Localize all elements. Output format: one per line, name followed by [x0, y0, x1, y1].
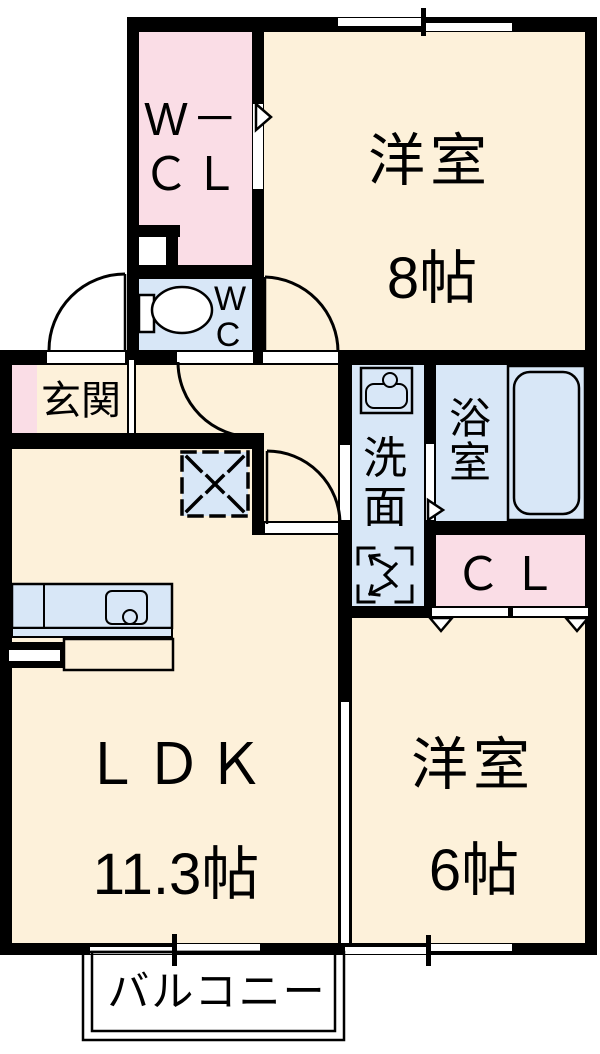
bedroom8-door-arc: [264, 275, 340, 353]
entrance-step-line-right: [134, 360, 136, 433]
entrance-porch-floor: [12, 360, 37, 433]
closet-floor: [436, 535, 585, 606]
balcony-label: バルコニー: [107, 968, 326, 1015]
entrance-door-arc: [47, 272, 126, 351]
bedroom6-floor: [352, 618, 585, 943]
hatch-diag-bl: [184, 494, 204, 514]
hatch-diag-tl: [184, 454, 204, 474]
washer-pan-arrowhead-sw: [368, 584, 381, 597]
window-tick-bedroom6: [426, 935, 431, 966]
wc-label-line2: C: [216, 316, 241, 354]
washbasin-faucet: [382, 372, 398, 388]
washer-pan-corner-tl: [356, 546, 376, 566]
washer-pan-arrow-nw: [367, 553, 395, 571]
washer-pan-arrow-sw: [367, 579, 395, 597]
window-tick-top: [421, 8, 426, 36]
closet-door-arrow-left-icon: [427, 616, 455, 633]
hatch-box-icon: [180, 450, 250, 518]
entrance-label: 玄関: [41, 379, 121, 423]
washroom-label-char1: 洗: [363, 434, 407, 483]
washer-pan-corner-tr: [394, 546, 414, 566]
wc-door-arc: [176, 361, 254, 439]
ldk-size-label: 11.3帖: [93, 842, 260, 907]
window-ticks: [172, 8, 513, 966]
washbasin-icon: [359, 366, 414, 415]
bathtub-outer: [506, 364, 587, 522]
bathroom-door-arrow-icon: [426, 497, 446, 523]
wcl-label-line1: W－: [144, 93, 241, 145]
doors: [47, 272, 342, 525]
toilet-icon: [137, 285, 214, 335]
room-labels: W－ ＣＬ 洋室 8帖 W C 玄関 洗 面 浴 室 ＣＬ ＬＤＫ 11.3帖 …: [41, 93, 567, 1015]
closet-door-divider: [508, 608, 513, 616]
bathtub-inner: [512, 370, 581, 516]
bathtub-icon: [506, 364, 587, 522]
entrance-step-gap: [127, 360, 136, 433]
bathroom-label-char2: 室: [449, 439, 491, 486]
bedroom8-size-label: 8帖: [387, 246, 477, 311]
balcony-inner-rail: [90, 950, 337, 1033]
kitchen-faucet: [122, 609, 138, 625]
kitchen-counter-edge: [11, 627, 173, 638]
hatch-diag-tr: [226, 454, 246, 474]
washbasin-counter: [359, 366, 414, 415]
balcony-outline: [81, 950, 346, 1042]
entrance-step-line-left: [127, 360, 129, 433]
bathroom-floor: [436, 365, 585, 521]
washer-pan-arrowhead-nw: [368, 553, 381, 566]
wcl-slide-arrow-icon: [254, 101, 273, 133]
closet-door-arrow-right-icon: [563, 616, 591, 633]
washer-pan-corner-bl: [356, 584, 376, 604]
bedroom6-size-label: 6帖: [429, 838, 519, 903]
hatch-x-2: [204, 473, 226, 495]
wcl-label-line2: ＣＬ: [143, 148, 243, 200]
wall-openings: [9, 18, 588, 954]
washer-pan-chevron: [382, 561, 399, 589]
ldk-door-arc: [266, 449, 342, 525]
toilet-bowl: [150, 285, 214, 335]
door-markers: [254, 101, 591, 633]
bedroom8-name-label: 洋室: [368, 129, 492, 193]
window-tick-ldk: [172, 934, 177, 966]
closet-label: ＣＬ: [455, 548, 567, 600]
kitchen-base: [62, 637, 175, 672]
bedroom6-name-label: 洋室: [411, 733, 535, 797]
washer-pan-corner-br: [394, 584, 414, 604]
washroom-label-char2: 面: [363, 483, 407, 532]
entrance-step: [127, 360, 136, 433]
wc-label-line1: W: [214, 280, 246, 318]
ldk-name-label: ＬＤＫ: [83, 733, 269, 797]
bathroom-label-char1: 浴: [449, 395, 491, 442]
kitchen-counter-icon: [10, 582, 175, 672]
washer-pan-icon: [356, 546, 414, 604]
hatch-diag-br: [226, 494, 246, 514]
